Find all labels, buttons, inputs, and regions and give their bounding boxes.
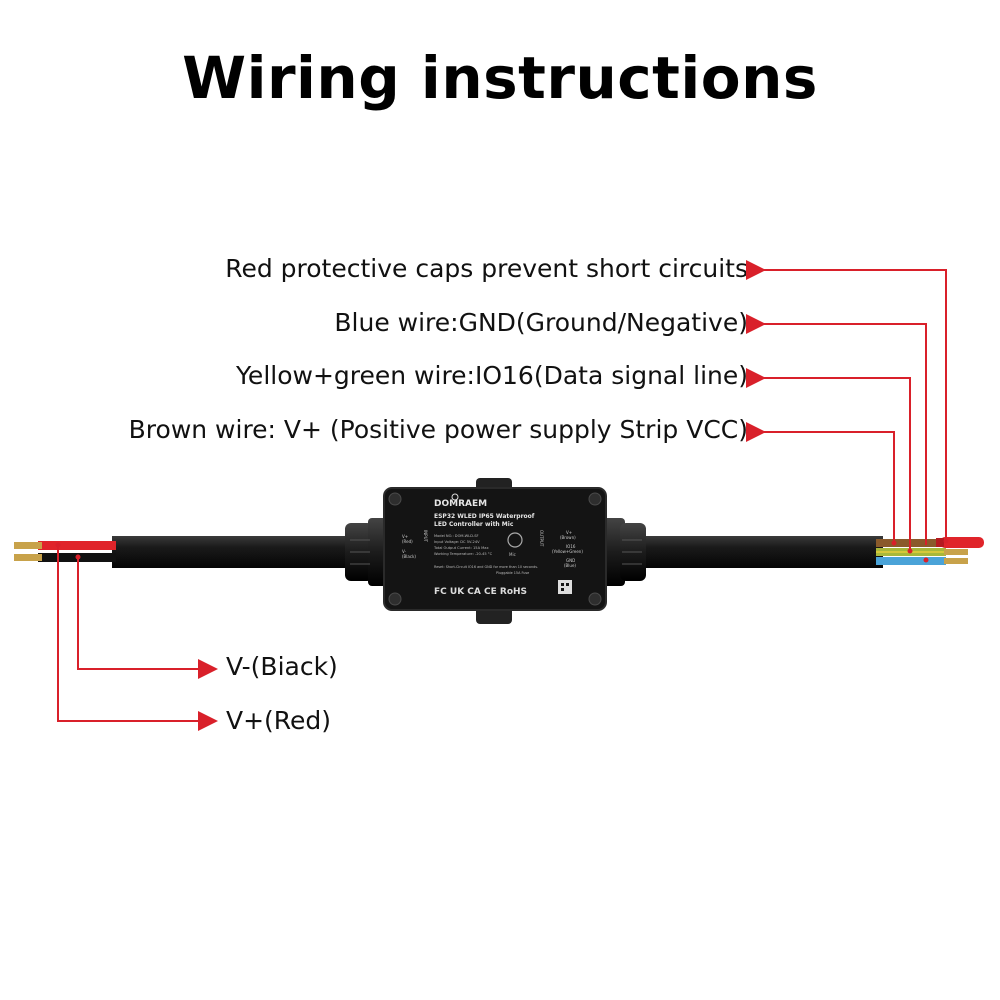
device-input-voltage: Input Voltage: DC 5V-24V bbox=[434, 540, 480, 544]
leader-red-wire bbox=[57, 545, 218, 731]
page-title: Wiring instructions bbox=[182, 44, 818, 112]
controller-box: DOMRAEM ESP32 WLED IP65 Waterproof LED C… bbox=[383, 487, 607, 611]
device-fuse: Pluggable 15A Fuse bbox=[496, 571, 529, 575]
left-leader-lines bbox=[57, 545, 218, 731]
brand-logo-icon bbox=[451, 493, 459, 501]
leader-yellow-green-wire bbox=[746, 368, 911, 551]
callout-yellow-green-wire: Yellow+green wire:IO16(Data signal line) bbox=[235, 361, 748, 390]
device-output-current: Total Output Current: 15A Max bbox=[433, 546, 489, 550]
device-product-line2: LED Controller with Mic bbox=[434, 521, 514, 528]
right-vplus-color: (Brown) bbox=[560, 535, 576, 540]
red-protective-cap bbox=[936, 537, 984, 548]
input-side-label: INPUT bbox=[423, 530, 428, 543]
right-leader-lines bbox=[746, 260, 947, 551]
right-vplus-label: V+ bbox=[566, 530, 572, 535]
callout-red-wire: V+(Red) bbox=[226, 706, 332, 735]
right-gnd-label: GND bbox=[566, 558, 575, 563]
left-vminus-color: (Black) bbox=[402, 554, 416, 559]
leader-brown-wire bbox=[746, 422, 895, 543]
callout-black-wire: V-(Biack) bbox=[226, 652, 338, 681]
device-reset-note: Reset: Short-Circuit IO16 and GND for mo… bbox=[434, 565, 538, 569]
device-brand: DOMRAEM bbox=[434, 499, 487, 509]
left-vplus-label: V+ bbox=[402, 534, 408, 539]
right-cable bbox=[625, 536, 968, 568]
callout-red-caps: Red protective caps prevent short circui… bbox=[225, 254, 748, 283]
device-cert-marks: FC UK CA CE RoHS bbox=[434, 587, 527, 597]
callout-blue-wire: Blue wire:GND(Ground/Negative) bbox=[334, 308, 748, 337]
left-cable bbox=[14, 536, 362, 568]
device-product-line1: ESP32 WLED IP65 Waterproof bbox=[434, 513, 535, 520]
left-vminus-label: V- bbox=[402, 549, 407, 554]
left-vplus-color: (Red) bbox=[402, 539, 413, 544]
device-model: Model NO.: DOM-WLD-SF bbox=[434, 534, 479, 538]
qr-code bbox=[558, 580, 572, 594]
right-cable-gland bbox=[603, 518, 646, 586]
leader-red-caps bbox=[746, 260, 947, 541]
device-mic-label: Mic bbox=[509, 552, 516, 557]
right-gnd-color: (Blue) bbox=[564, 563, 576, 568]
output-side-label: OUTPUT bbox=[539, 530, 544, 547]
leader-blue-wire bbox=[746, 314, 927, 545]
callout-brown-wire: Brown wire: V+ (Positive power supply St… bbox=[128, 415, 748, 444]
right-io-label: IO16 bbox=[566, 544, 576, 549]
mic-icon bbox=[507, 532, 523, 548]
right-io-color: (Yellow+Green) bbox=[552, 549, 583, 554]
device-working-temp: Working Temperature: -20-45 °C bbox=[434, 552, 493, 556]
leader-black-wire bbox=[77, 557, 218, 679]
